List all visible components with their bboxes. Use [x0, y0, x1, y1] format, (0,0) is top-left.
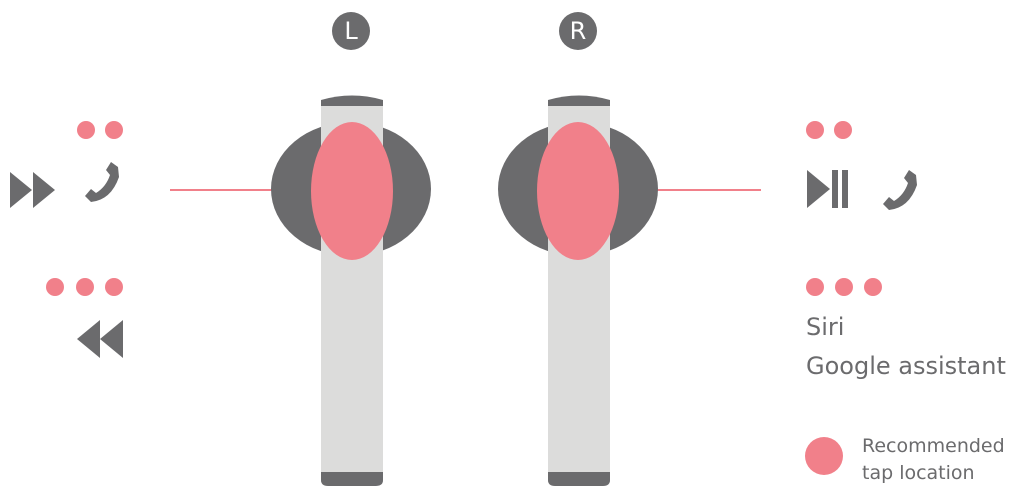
left-triple-tap-dot: [46, 278, 64, 296]
google-assistant-label: Google assistant: [806, 352, 1006, 380]
fast-forward-icon: [10, 172, 55, 208]
right-double-tap-dot: [806, 121, 824, 139]
phone-icon-left: [85, 162, 119, 202]
legend-line-1: Recommended: [862, 433, 1005, 460]
left-earbud-bottom-cap: [321, 472, 383, 486]
left-triple-tap-dot: [105, 278, 123, 296]
right-earbud-bottom-cap: [548, 472, 610, 486]
siri-label: Siri: [806, 313, 844, 341]
left-earbud-top-cap: [321, 96, 383, 107]
right-earbud-top-cap: [548, 96, 610, 107]
legend-swatch: [805, 437, 843, 475]
right-double-tap-dot: [834, 121, 852, 139]
phone-icon-right: [883, 170, 917, 210]
play-pause-icon: [807, 170, 848, 208]
legend-line-2: tap location: [862, 460, 975, 487]
left-double-tap-dot: [77, 121, 95, 139]
rewind-icon: [77, 320, 123, 358]
right-triple-tap-dot: [864, 278, 882, 296]
left-badge: L: [332, 12, 370, 50]
left-triple-tap-dot: [76, 278, 94, 296]
left-tap-marker: [311, 122, 393, 260]
right-triple-tap-dot: [835, 278, 853, 296]
right-tap-marker: [537, 122, 619, 260]
right-triple-tap-dot: [806, 278, 824, 296]
right-badge: R: [559, 12, 597, 50]
left-double-tap-dot: [105, 121, 123, 139]
